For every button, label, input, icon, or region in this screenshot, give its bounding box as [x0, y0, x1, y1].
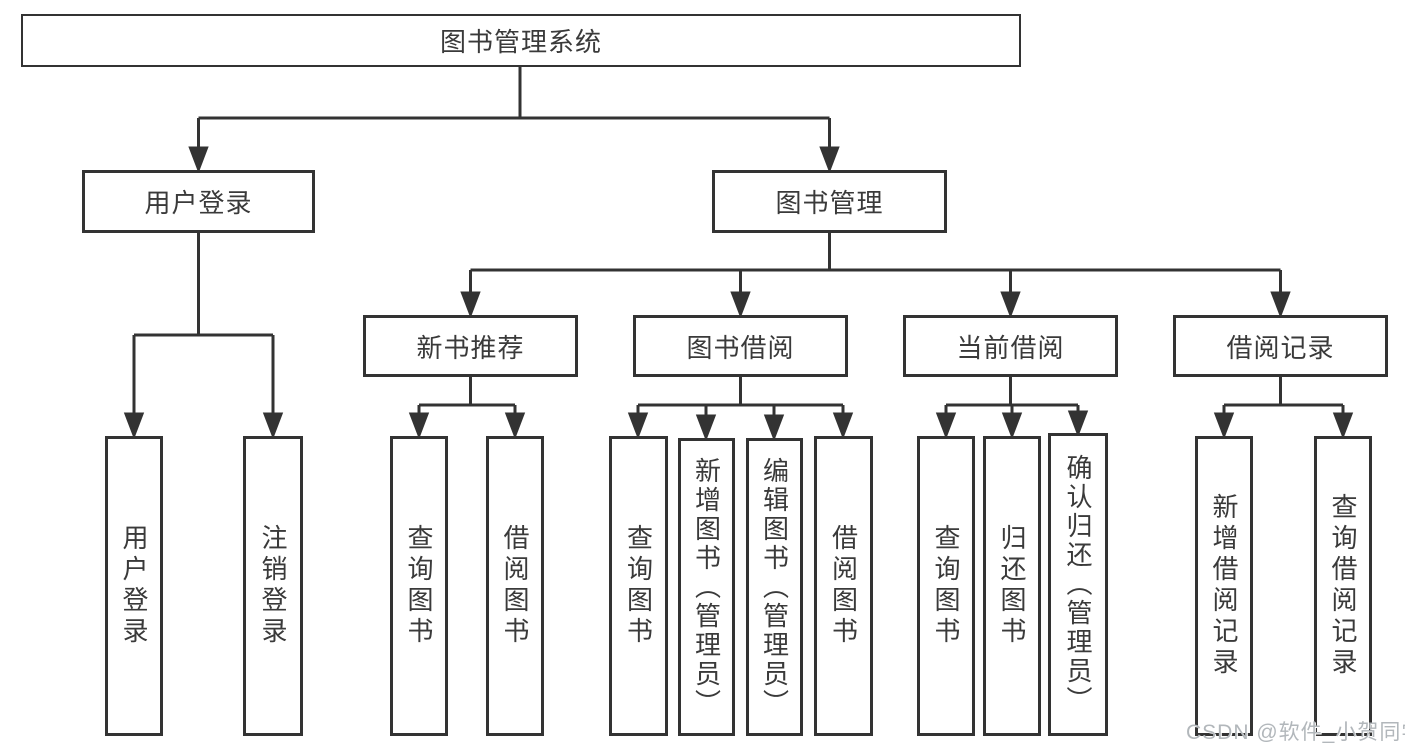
leaf-label: 新增借阅记录	[1209, 493, 1239, 679]
node-label: 图书管理系统	[439, 27, 602, 57]
arrow-down-icon	[1000, 291, 1021, 319]
leaf-label: 编辑图书（管理员）	[759, 456, 790, 718]
arrow-down-icon	[1270, 291, 1291, 319]
leaf-return-books: 归还图书	[983, 436, 1041, 736]
node-label: 新书推荐	[416, 332, 525, 363]
leaf-borrow-books-recommend: 借阅图书	[486, 436, 544, 736]
node-label: 图书借阅	[686, 332, 795, 363]
arrow-down-icon	[627, 412, 649, 440]
watermark: CSDN @软件_小贺同学	[1186, 721, 1405, 744]
leaf-query-books-recommend: 查询图书	[390, 436, 448, 736]
arrow-down-icon	[730, 291, 751, 319]
arrow-down-icon	[1213, 412, 1235, 440]
leaf-query-books-borrowing: 查询图书	[609, 436, 668, 736]
leaf-label: 新增图书（管理员）	[691, 456, 722, 718]
arrow-down-icon	[123, 412, 145, 440]
leaf-borrow-books-borrowing: 借阅图书	[814, 436, 873, 736]
arrow-down-icon	[1332, 412, 1354, 440]
edges-current-borrowing-to-leaves	[935, 377, 1089, 440]
edges-user-login-to-leaves	[123, 233, 284, 440]
node-borrowing-records: 借阅记录	[1173, 315, 1388, 377]
leaf-label: 查询图书	[404, 524, 434, 648]
leaf-query-borrow-record: 查询借阅记录	[1314, 436, 1372, 736]
edges-borrowing-records-to-leaves	[1213, 377, 1354, 440]
arrow-down-icon	[1067, 410, 1089, 438]
arrow-down-icon	[695, 414, 717, 442]
leaf-label: 借阅图书	[500, 524, 530, 648]
arrow-down-icon	[832, 412, 854, 440]
leaf-add-books-admin: 新增图书（管理员）	[678, 438, 735, 736]
node-label: 借阅记录	[1226, 332, 1335, 363]
node-book-management: 图书管理	[712, 170, 947, 233]
arrow-down-icon	[188, 146, 209, 174]
arrow-down-icon	[1001, 412, 1023, 440]
edges-new-book-recommend-to-leaves	[408, 377, 526, 440]
leaf-label: 借阅图书	[828, 524, 859, 648]
edges-book-borrowing-to-leaves	[627, 377, 854, 442]
node-label: 当前借阅	[956, 332, 1065, 363]
leaf-label: 查询图书	[931, 524, 961, 648]
leaf-query-books-current: 查询图书	[917, 436, 975, 736]
node-user-login: 用户登录	[82, 170, 315, 233]
node-label: 用户登录	[144, 188, 253, 218]
arrow-down-icon	[819, 146, 840, 174]
arrow-down-icon	[935, 412, 957, 440]
edges-root-to-level1	[188, 67, 840, 174]
node-label: 图书管理	[775, 188, 884, 218]
node-new-book-recommend: 新书推荐	[363, 315, 578, 377]
node-library-management-system: 图书管理系统	[21, 14, 1021, 67]
leaf-label: 确认归还（管理员）	[1063, 454, 1093, 715]
leaf-label: 注销登录	[258, 524, 288, 648]
leaf-label: 归还图书	[997, 524, 1027, 648]
arrow-down-icon	[504, 412, 526, 440]
leaf-confirm-return-admin: 确认归还（管理员）	[1048, 433, 1108, 736]
leaf-label: 用户登录	[119, 524, 149, 648]
arrow-down-icon	[262, 412, 284, 440]
leaf-logout-login: 注销登录	[243, 436, 303, 736]
node-book-borrowing: 图书借阅	[633, 315, 848, 377]
node-current-borrowing: 当前借阅	[903, 315, 1118, 377]
arrow-down-icon	[763, 414, 785, 442]
leaf-label: 查询图书	[623, 524, 654, 648]
leaf-user-login: 用户登录	[105, 436, 163, 736]
leaf-add-borrow-record: 新增借阅记录	[1195, 436, 1253, 736]
arrow-down-icon	[460, 291, 481, 319]
leaf-label: 查询借阅记录	[1328, 493, 1358, 679]
leaf-edit-books-admin: 编辑图书（管理员）	[746, 438, 803, 736]
arrow-down-icon	[408, 412, 430, 440]
edges-book-management-to-level2	[460, 233, 1291, 319]
